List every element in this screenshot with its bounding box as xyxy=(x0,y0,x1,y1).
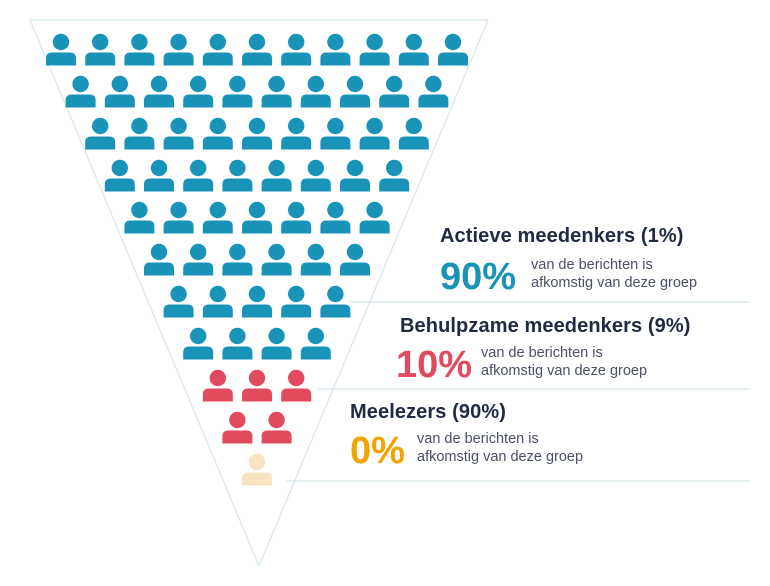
person-icon xyxy=(261,411,292,444)
person-icon xyxy=(320,201,351,234)
person-icon xyxy=(144,159,174,192)
person-icon xyxy=(438,33,468,66)
person-icon xyxy=(202,369,233,402)
person-icon xyxy=(300,159,331,192)
person-icon xyxy=(340,159,370,192)
person-icon xyxy=(340,243,370,276)
person-icon xyxy=(222,243,253,276)
person-icon xyxy=(163,33,194,66)
person-icon xyxy=(320,117,351,150)
person-icon xyxy=(300,75,331,108)
person-icon xyxy=(163,117,194,150)
people-group xyxy=(46,33,468,486)
description-line: van de berichten is xyxy=(531,257,653,273)
person-icon xyxy=(202,33,233,66)
person-icon xyxy=(418,75,449,108)
person-icon xyxy=(242,369,272,402)
segment-title: Behulpzame meedenkers (9%) xyxy=(400,315,691,337)
description-line: afkomstig van deze groep xyxy=(417,449,584,465)
segment-percent: 90% xyxy=(440,256,517,298)
person-icon xyxy=(300,327,331,360)
segment-title: Meelezers (90%) xyxy=(350,401,507,423)
description-line: afkomstig van deze groep xyxy=(531,275,698,291)
person-icon xyxy=(261,243,292,276)
person-icon xyxy=(65,75,96,108)
person-icon xyxy=(242,453,272,486)
person-icon xyxy=(281,369,312,402)
person-icon xyxy=(163,201,194,234)
person-icon xyxy=(183,327,214,360)
person-icon xyxy=(124,33,155,66)
person-icon xyxy=(124,117,155,150)
person-icon xyxy=(242,201,272,234)
person-icon xyxy=(359,201,390,234)
person-icon xyxy=(320,33,351,66)
person-icon xyxy=(222,75,253,108)
description-line: van de berichten is xyxy=(417,431,539,447)
person-icon xyxy=(202,285,233,318)
person-icon xyxy=(202,117,233,150)
person-icon xyxy=(359,117,390,150)
person-icon xyxy=(320,285,351,318)
person-icon xyxy=(183,159,214,192)
person-icon xyxy=(261,159,292,192)
person-icon xyxy=(340,75,370,108)
description-line: afkomstig van deze groep xyxy=(481,363,648,379)
person-icon xyxy=(281,33,312,66)
person-icon xyxy=(398,117,429,150)
person-icon xyxy=(163,285,194,318)
person-icon xyxy=(85,117,116,150)
person-icon xyxy=(242,285,272,318)
person-icon xyxy=(379,159,410,192)
person-icon xyxy=(300,243,331,276)
person-icon xyxy=(202,201,233,234)
segment-description: van de berichten is afkomstig van deze g… xyxy=(531,256,731,292)
person-icon xyxy=(46,33,76,66)
segment-title: Actieve meedenkers (1%) xyxy=(440,225,684,247)
person-icon xyxy=(281,201,312,234)
person-icon xyxy=(261,327,292,360)
person-icon xyxy=(261,75,292,108)
person-icon xyxy=(144,243,174,276)
person-icon xyxy=(222,411,253,444)
segment-percent: 0% xyxy=(350,430,405,472)
person-icon xyxy=(359,33,390,66)
segment-percent: 10% xyxy=(396,344,473,386)
person-icon xyxy=(222,159,253,192)
description-line: van de berichten is xyxy=(481,345,603,361)
person-icon xyxy=(242,117,272,150)
person-icon xyxy=(281,285,312,318)
person-icon xyxy=(281,117,312,150)
funnel-outline xyxy=(29,19,489,568)
person-icon xyxy=(398,33,429,66)
person-icon xyxy=(85,33,116,66)
segment-description: van de berichten is afkomstig van deze g… xyxy=(481,344,681,380)
person-icon xyxy=(104,159,135,192)
person-icon xyxy=(222,327,253,360)
person-icon xyxy=(124,201,155,234)
person-icon xyxy=(379,75,410,108)
person-icon xyxy=(144,75,174,108)
segment-description: van de berichten is afkomstig van deze g… xyxy=(417,430,617,466)
person-icon xyxy=(183,243,214,276)
person-icon xyxy=(242,33,272,66)
person-icon xyxy=(104,75,135,108)
person-icon xyxy=(183,75,214,108)
